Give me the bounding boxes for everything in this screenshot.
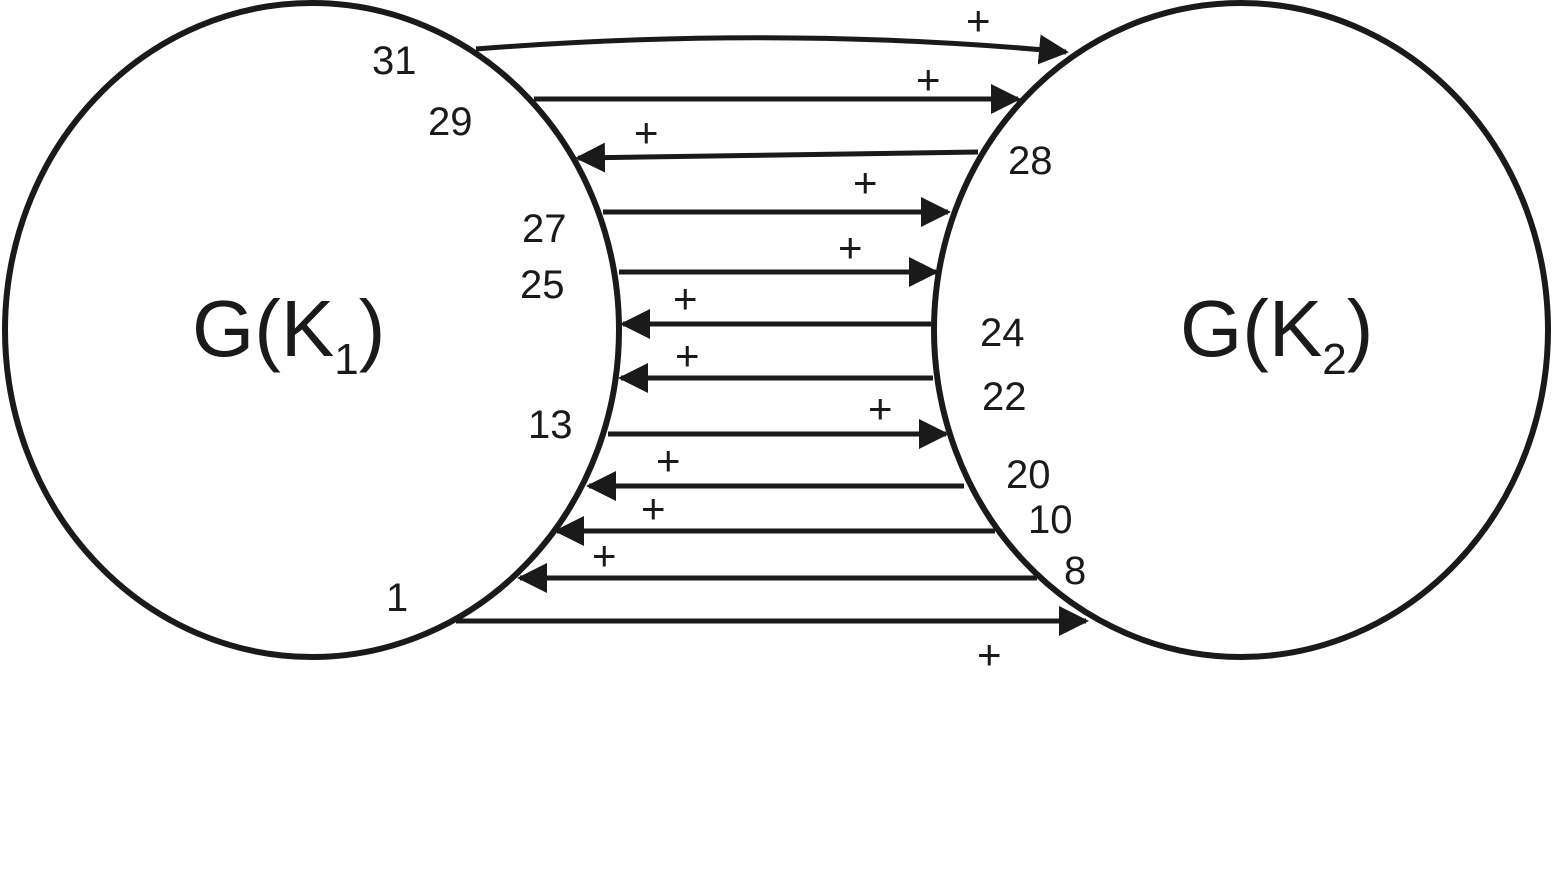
graph-k2-label: G(K2) <box>1180 284 1373 384</box>
arc-22-sign: + <box>675 332 700 379</box>
arc-27-label: 27 <box>522 207 567 251</box>
arc-28-label: 28 <box>1008 139 1053 183</box>
arc-1-sign: + <box>977 631 1002 678</box>
arc-24-label: 24 <box>980 311 1025 355</box>
graph-k1-circle <box>2 0 622 660</box>
arc-29-sign: + <box>916 56 941 103</box>
arc-31-label: 31 <box>372 39 417 83</box>
arc-28-sign: + <box>634 109 659 156</box>
graph-k1-label: G(K1) <box>192 284 385 384</box>
arc-20-label: 20 <box>1006 453 1051 497</box>
arc-25-sign: + <box>838 224 863 271</box>
arc-8-sign: + <box>592 532 617 579</box>
arc-29-label: 29 <box>428 100 473 144</box>
arc-10-label: 10 <box>1028 498 1073 542</box>
arc-31-sign: + <box>966 0 991 44</box>
arc-20-sign: + <box>656 437 681 484</box>
arc-28-edge <box>575 142 979 173</box>
arc-1-label: 1 <box>386 576 408 620</box>
arc-8-label: 8 <box>1064 549 1086 593</box>
arc-13-label: 13 <box>528 403 573 447</box>
arc-13-sign: + <box>868 385 893 432</box>
arc-24-sign: + <box>673 275 698 322</box>
graph-k2-circle <box>931 0 1551 660</box>
arc-27-sign: + <box>853 159 878 206</box>
arc-10-sign: + <box>641 485 666 532</box>
arc-22-label: 22 <box>982 375 1027 419</box>
arc-31-edge <box>475 34 1069 65</box>
arc-25-label: 25 <box>520 263 565 307</box>
